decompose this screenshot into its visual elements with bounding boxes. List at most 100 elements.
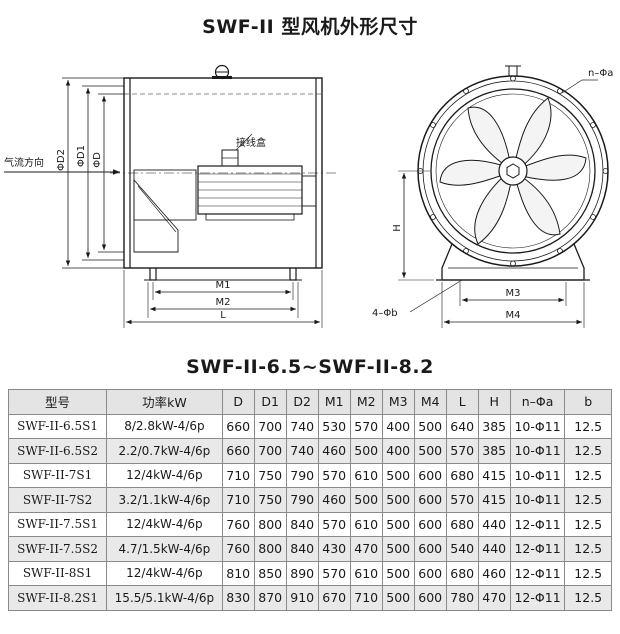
dimension-cell: 570 (317, 511, 351, 537)
m3-label: M3 (506, 288, 521, 299)
dimension-cell: 890 (285, 560, 319, 586)
m2-label: M2 (216, 297, 231, 308)
dimension-cell: 640 (445, 413, 479, 439)
dimension-cell: 870 (253, 585, 287, 611)
dimension-cell: 740 (285, 413, 319, 439)
dimension-cell: 700 (253, 438, 287, 464)
dimension-cell: 680 (445, 462, 479, 488)
fan-outline-drawing: 气流方向 接线盒 ΦD2 ΦD1 ΦD M1 M2 L (4, 64, 613, 328)
dimension-cell: 750 (253, 487, 287, 513)
dimension-cell: 570 (445, 487, 479, 513)
model-cell: SWF-II-7S2 (7, 487, 108, 513)
dimension-cell: 850 (253, 560, 287, 586)
m1-label: M1 (216, 280, 231, 291)
column-header: b (564, 389, 612, 415)
column-header: M1 (317, 389, 351, 415)
column-header: D2 (285, 389, 319, 415)
dimension-cell: 12.5 (564, 487, 612, 513)
h-label: H (392, 224, 403, 232)
model-cell: SWF-II-8.2S1 (7, 585, 108, 611)
column-header: D1 (253, 389, 287, 415)
dimension-cell: 780 (445, 585, 479, 611)
dimension-cell: 570 (317, 462, 351, 488)
dimension-cell: 12.5 (564, 438, 612, 464)
column-header: 型号 (7, 389, 108, 415)
dimension-cell: 12-Φ11 (509, 536, 566, 562)
dimension-cell: 470 (477, 585, 511, 611)
dimension-cell: 600 (413, 585, 447, 611)
dimension-cell: 415 (477, 487, 511, 513)
dimension-cell: 12.5 (564, 585, 612, 611)
d2-label: ΦD2 (56, 149, 67, 171)
column-header: H (477, 389, 511, 415)
dimension-cell: 600 (413, 511, 447, 537)
dimension-cell: 680 (445, 560, 479, 586)
side-view (4, 64, 336, 328)
power-cell: 12/4kW-4/6p (106, 462, 223, 488)
column-header: 功率kW (106, 389, 223, 415)
dimension-cell: 385 (477, 438, 511, 464)
dimension-cell: 12.5 (564, 413, 612, 439)
dimension-cell: 385 (477, 413, 511, 439)
dimension-cell: 500 (381, 511, 415, 537)
d-label: ΦD (92, 152, 103, 168)
dimension-cell: 700 (253, 413, 287, 439)
dimension-cell: 470 (349, 536, 383, 562)
power-cell: 8/2.8kW-4/6p (106, 413, 223, 439)
holes-bottom-label: 4–Φb (372, 308, 398, 319)
dimension-cell: 840 (285, 536, 319, 562)
dimension-cell: 600 (413, 462, 447, 488)
dimension-cell: 500 (349, 487, 383, 513)
column-header: M3 (381, 389, 415, 415)
dimension-cell: 500 (349, 438, 383, 464)
dimension-cell: 460 (317, 438, 351, 464)
dimension-cell: 440 (477, 536, 511, 562)
power-cell: 3.2/1.1kW-4/6p (106, 487, 223, 513)
dimension-cell: 740 (285, 438, 319, 464)
model-cell: SWF-II-6.5S2 (7, 438, 108, 464)
dimension-cell: 540 (445, 536, 479, 562)
column-header: n–Φa (509, 389, 566, 415)
junction-box-label: 接线盒 (236, 136, 266, 149)
d1-label: ΦD1 (76, 145, 87, 167)
dimension-cell: 660 (221, 438, 255, 464)
dimension-cell: 840 (285, 511, 319, 537)
dimension-cell: 12-Φ11 (509, 560, 566, 586)
dimension-cell: 610 (349, 462, 383, 488)
dimension-cell: 680 (445, 511, 479, 537)
dimension-cell: 710 (221, 462, 255, 488)
dimension-cell: 760 (221, 536, 255, 562)
dimension-cell: 400 (381, 438, 415, 464)
dimension-cell: 600 (413, 536, 447, 562)
dimension-cell: 12.5 (564, 511, 612, 537)
dimension-cell: 10-Φ11 (509, 462, 566, 488)
column-header: M2 (349, 389, 383, 415)
dimension-cell: 790 (285, 487, 319, 513)
dimension-cell: 430 (317, 536, 351, 562)
dimension-cell: 400 (381, 413, 415, 439)
dimension-cell: 830 (221, 585, 255, 611)
dimension-cell: 610 (349, 560, 383, 586)
dimension-cell: 810 (221, 560, 255, 586)
table-title: SWF-II-6.5~SWF-II-8.2 (186, 356, 434, 378)
model-cell: SWF-II-7.5S2 (7, 536, 108, 562)
dimension-cell: 570 (445, 438, 479, 464)
power-cell: 4.7/1.5kW-4/6p (106, 536, 223, 562)
dimension-cell: 10-Φ11 (509, 487, 566, 513)
dimension-cell: 790 (285, 462, 319, 488)
dimension-cell: 500 (381, 536, 415, 562)
model-cell: SWF-II-6.5S1 (7, 413, 108, 439)
dimension-cell: 710 (349, 585, 383, 611)
dimension-cell: 10-Φ11 (509, 413, 566, 439)
column-header: L (445, 389, 479, 415)
dimension-cell: 750 (253, 462, 287, 488)
column-header: M4 (413, 389, 447, 415)
dimension-cell: 570 (349, 413, 383, 439)
power-cell: 12/4kW-4/6p (106, 511, 223, 537)
